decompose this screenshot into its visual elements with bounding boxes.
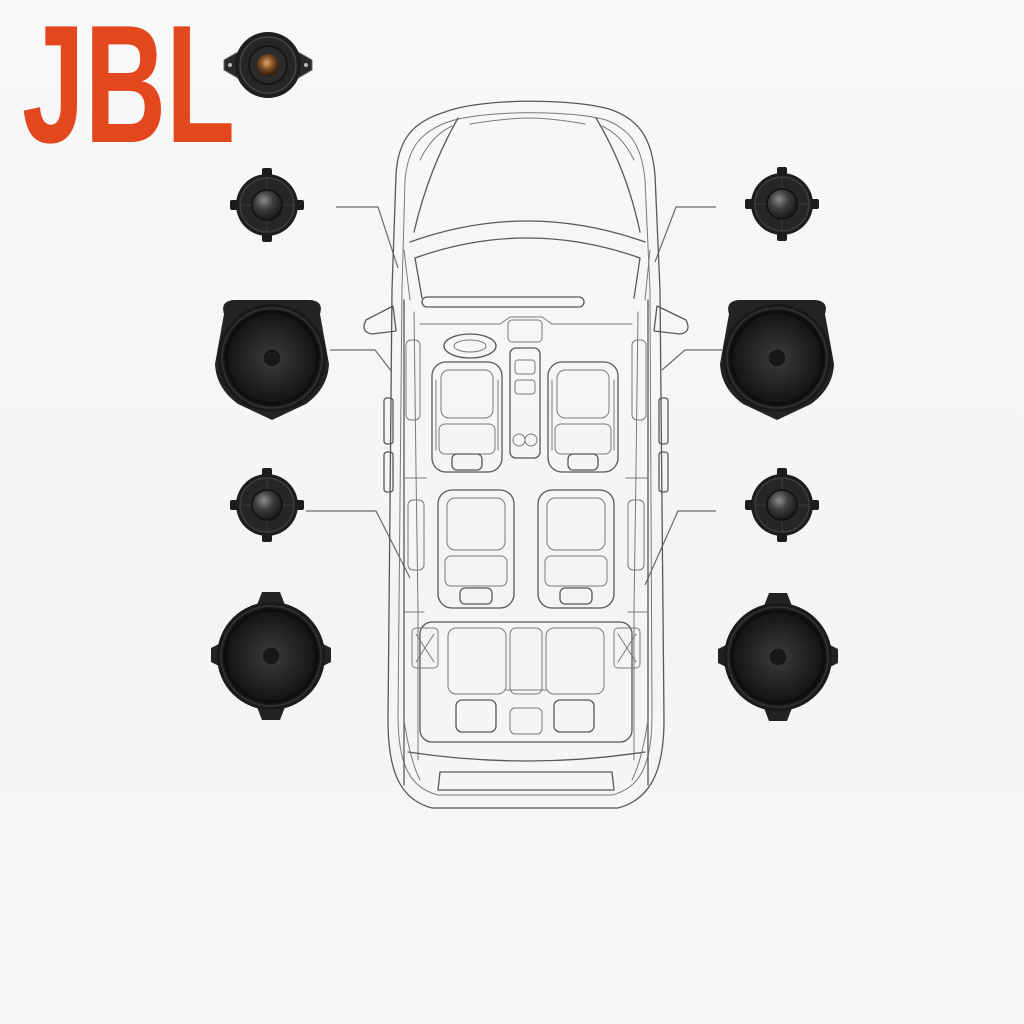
- car-body-inner-outline: [397, 112, 653, 796]
- tweeter-speaker-icon: [744, 166, 820, 242]
- tweeter-speaker-icon: [229, 467, 305, 543]
- center-console: [509, 347, 541, 459]
- rear-wheel-well-right: [613, 627, 641, 669]
- tweeter-speaker-icon: [229, 167, 305, 243]
- leader-line: [336, 206, 399, 269]
- steering-wheel-icon: [443, 333, 497, 359]
- leader-line: [661, 349, 722, 371]
- car-windshield: [403, 220, 651, 301]
- woofer-speaker-icon: [215, 300, 329, 420]
- car-dashboard: [419, 296, 633, 343]
- leader-line: [644, 510, 716, 586]
- second-row-seat-right: [537, 489, 615, 609]
- woofer-speaker-icon: [718, 593, 838, 721]
- woofer-speaker-icon: [211, 592, 331, 720]
- leader-line: [306, 510, 411, 579]
- front-seat-left: [431, 361, 503, 473]
- car-body-outline: [387, 100, 665, 809]
- woofer-speaker-icon: [720, 300, 834, 420]
- rear-wheel-well-left: [411, 627, 439, 669]
- front-seat-right: [547, 361, 619, 473]
- left-mirror: [363, 305, 397, 335]
- jbl-logo: JBL: [22, 0, 235, 178]
- car-rear: [403, 719, 649, 791]
- third-row-bench: [419, 621, 633, 743]
- tweeter-speaker-icon: [744, 467, 820, 543]
- car-hood: [413, 117, 641, 233]
- car-doors: [383, 299, 669, 786]
- right-mirror: [653, 305, 689, 335]
- leader-lines: [306, 206, 722, 586]
- small-speaker-icon: [223, 32, 313, 98]
- car-topview-icon: [363, 100, 689, 809]
- leader-line: [654, 206, 716, 263]
- second-row-seat-left: [437, 489, 515, 609]
- leader-line: [330, 349, 393, 373]
